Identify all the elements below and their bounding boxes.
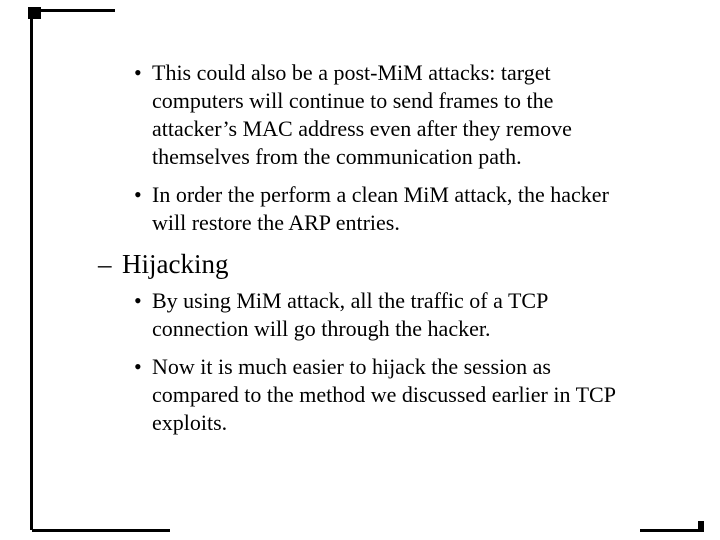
bullet-marker-icon: •	[134, 182, 142, 207]
bullet-text-line: connection will go through the hacker.	[152, 316, 491, 341]
bullet-text-line: computers will continue to send frames t…	[152, 88, 554, 113]
slide-border-bottom-segment-left	[32, 529, 170, 532]
bullet-text-line: attacker’s MAC address even after they r…	[152, 116, 572, 141]
bullet-item: • This could also be a post-MiM attacks:…	[134, 59, 678, 171]
bullet-text-line: Now it is much easier to hijack the sess…	[152, 354, 551, 379]
slide-border-bottom-right-tick	[698, 521, 704, 532]
section-heading-label: Hijacking	[122, 249, 229, 279]
bullet-text-line: In order the perform a clean MiM attack,…	[152, 182, 609, 207]
section-heading-hijacking: – Hijacking	[98, 247, 678, 281]
bullet-text-line: will restore the ARP entries.	[152, 210, 400, 235]
bullet-marker-icon: •	[134, 288, 142, 313]
bullet-text-line: exploits.	[152, 410, 228, 435]
bullet-marker-icon: •	[134, 354, 142, 379]
bullet-item: • Now it is much easier to hijack the se…	[134, 353, 678, 437]
slide-border-top-segment	[39, 9, 115, 12]
bullet-text-line: This could also be a post-MiM attacks: t…	[152, 60, 551, 85]
slide-body-text: • This could also be a post-MiM attacks:…	[98, 59, 678, 447]
bullet-text-line: compared to the method we discussed earl…	[152, 382, 616, 407]
slide-border-bottom-segment-right	[640, 529, 704, 532]
bullet-text-line: By using MiM attack, all the traffic of …	[152, 288, 549, 313]
slide-border-left-line	[30, 12, 33, 530]
bullet-item: • In order the perform a clean MiM attac…	[134, 181, 678, 237]
bullet-marker-icon: •	[134, 60, 142, 85]
bullet-item: • By using MiM attack, all the traffic o…	[134, 287, 678, 343]
dash-marker-icon: –	[98, 249, 112, 279]
bullet-text-line: themselves from the communication path.	[152, 144, 522, 169]
